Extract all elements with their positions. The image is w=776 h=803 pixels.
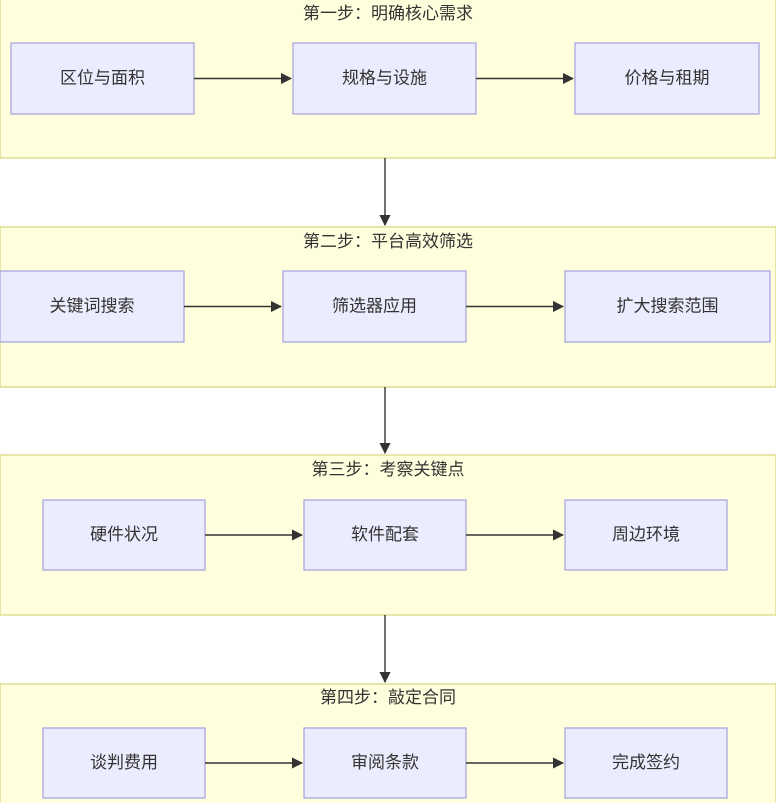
- node-label-spec-facilities: 规格与设施: [342, 69, 427, 89]
- node-label-software-support: 软件配套: [351, 525, 419, 545]
- node-sign-contract[interactable]: [564, 727, 728, 799]
- node-keyword-search[interactable]: [0, 270, 185, 343]
- node-spec-facilities[interactable]: [292, 42, 477, 115]
- node-filter-apply[interactable]: [282, 270, 467, 343]
- node-label-negotiate-fees: 谈判费用: [90, 753, 158, 773]
- stage-title-3: 第三步：考察关键点: [312, 460, 465, 480]
- stage-title-2: 第二步：平台高效筛选: [303, 232, 473, 252]
- node-label-filter-apply: 筛选器应用: [332, 297, 417, 317]
- stage-title-1: 第一步：明确核心需求: [303, 4, 473, 24]
- node-negotiate-fees[interactable]: [42, 727, 206, 799]
- node-review-terms[interactable]: [303, 727, 467, 799]
- node-software-support[interactable]: [303, 499, 467, 571]
- node-label-review-terms: 审阅条款: [351, 753, 419, 773]
- node-hardware-condition[interactable]: [42, 499, 206, 571]
- node-expand-search[interactable]: [564, 270, 771, 343]
- node-label-hardware-condition: 硬件状况: [90, 525, 158, 545]
- node-label-location-area: 区位与面积: [60, 69, 145, 89]
- node-label-surroundings: 周边环境: [612, 525, 680, 545]
- node-label-sign-contract: 完成签约: [612, 753, 680, 773]
- node-label-keyword-search: 关键词搜索: [50, 297, 135, 317]
- node-label-price-term: 价格与租期: [625, 69, 710, 89]
- node-label-expand-search: 扩大搜索范围: [617, 297, 719, 317]
- stage-title-4: 第四步：敲定合同: [320, 688, 456, 708]
- node-price-term[interactable]: [574, 42, 760, 115]
- node-surroundings[interactable]: [564, 499, 728, 571]
- node-location-area[interactable]: [10, 42, 195, 115]
